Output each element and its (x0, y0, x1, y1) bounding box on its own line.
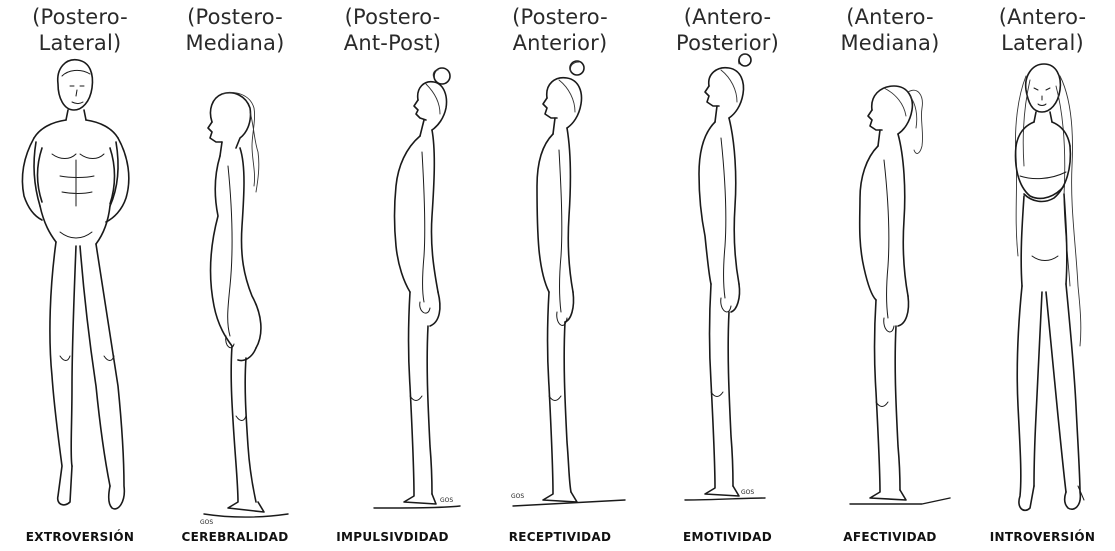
figure-emotividad: GOS (645, 56, 810, 526)
header-line-2: Ant-Post) (310, 30, 475, 56)
posture-caption: RECEPTIVIDAD (475, 530, 645, 544)
posture-caption: AFECTIVIDAD (810, 530, 970, 544)
header-line-1: (Antero- (810, 4, 970, 30)
figure-afectividad (810, 56, 970, 526)
header-line-1: (Postero- (160, 4, 310, 30)
svg-text:GOS: GOS (200, 519, 213, 526)
header-line-2: Anterior) (475, 30, 645, 56)
figure-impulsividad: GOS (310, 56, 475, 526)
figure-cerebralidad: GOS (160, 56, 310, 526)
posture-panel-cerebralidad: (Postero- Mediana) GOS (160, 0, 310, 551)
svg-text:GOS: GOS (741, 489, 754, 496)
header-line-2: Mediana) (810, 30, 970, 56)
header-line-1: (Postero- (0, 4, 160, 30)
svg-text:GOS: GOS (440, 497, 453, 504)
figure-introversion (970, 56, 1115, 526)
figure-extroversion (0, 56, 160, 526)
posture-panel-emotividad: (Antero- Posterior) (645, 0, 810, 551)
header-line-1: (Antero- (970, 4, 1115, 30)
panel-header: (Postero- Anterior) (475, 4, 645, 56)
header-line-2: Lateral) (0, 30, 160, 56)
posture-panel-receptividad: (Postero- Anterior) (475, 0, 645, 551)
header-line-1: (Antero- (645, 4, 810, 30)
figure-receptividad: GOS (475, 56, 645, 526)
posture-panel-introversion: (Antero- Lateral) (970, 0, 1115, 551)
posture-caption: CEREBRALIDAD (160, 530, 310, 544)
panel-header: (Antero- Posterior) (645, 4, 810, 56)
header-line-1: (Postero- (310, 4, 475, 30)
posture-caption: EXTROVERSIÓN (0, 530, 160, 544)
posture-panel-impulsividad: (Postero- Ant-Post) (310, 0, 475, 551)
header-line-2: Posterior) (645, 30, 810, 56)
posture-panel-afectividad: (Antero- Mediana) (810, 0, 970, 551)
panel-header: (Postero- Mediana) (160, 4, 310, 56)
header-line-2: Lateral) (970, 30, 1115, 56)
posture-caption: INTROVERSIÓN (970, 530, 1115, 544)
header-line-1: (Postero- (475, 4, 645, 30)
panel-header: (Postero- Lateral) (0, 4, 160, 56)
posture-caption: EMOTIVIDAD (645, 530, 810, 544)
panel-header: (Postero- Ant-Post) (310, 4, 475, 56)
panel-header: (Antero- Lateral) (970, 4, 1115, 56)
panel-header: (Antero- Mediana) (810, 4, 970, 56)
header-line-2: Mediana) (160, 30, 310, 56)
posture-caption: IMPULSIVDIDAD (310, 530, 475, 544)
posture-panel-extroversion: (Postero- Lateral) (0, 0, 160, 551)
svg-text:GOS: GOS (511, 493, 524, 500)
